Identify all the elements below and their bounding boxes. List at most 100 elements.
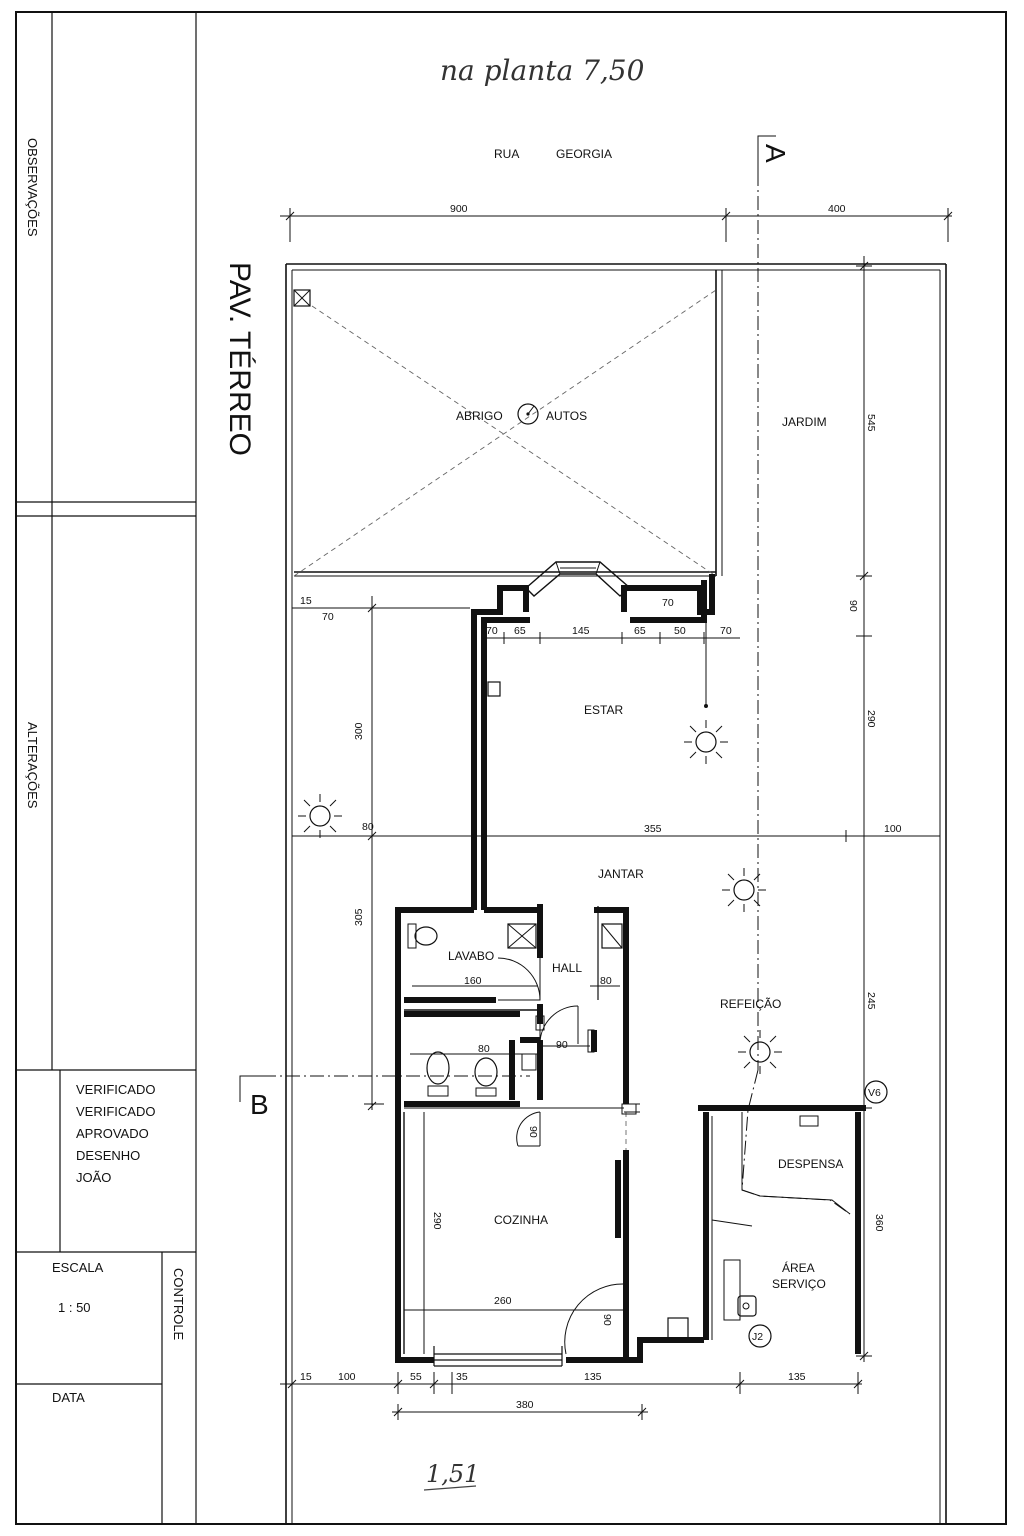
dim-b-15: 15 <box>300 1371 312 1383</box>
tag-v6: V6 <box>864 1080 888 1104</box>
section-b-label: B <box>250 1089 269 1120</box>
dim-305: 305 <box>353 908 365 926</box>
room-jantar: JANTAR <box>598 867 644 881</box>
fixtures <box>407 681 819 1339</box>
dim-w-70c: 70 <box>662 597 674 609</box>
room-autos: AUTOS <box>546 409 587 423</box>
dim-door-90b: 90 <box>527 1126 539 1138</box>
room-area-servico-line-1: ÁREA <box>782 1260 815 1275</box>
dim-90: 90 <box>556 1039 568 1051</box>
dim-160: 160 <box>464 975 482 987</box>
room-area-servico-line-2: SERVIÇO <box>772 1277 826 1291</box>
laundry-sink-icon <box>737 1295 757 1317</box>
dim-400: 400 <box>828 203 846 215</box>
alteracoes-label: ALTERAÇÕES <box>25 722 40 809</box>
room-lavabo: LAVABO <box>448 949 494 963</box>
toilet-icon <box>414 926 438 946</box>
dim-b-100: 100 <box>338 1371 356 1383</box>
dim-w-50: 50 <box>674 625 686 637</box>
handwritten-underline <box>423 1485 477 1491</box>
side-panel: OBSERVAÇÕES ALTERAÇÕES VERIFICADO VERIFI… <box>16 12 197 1524</box>
dim-100: 100 <box>884 823 902 835</box>
controle-label: CONTROLE <box>171 1268 186 1341</box>
room-estar: ESTAR <box>584 703 623 717</box>
sheet-border <box>15 11 1007 1525</box>
dim-w-145: 145 <box>572 625 590 637</box>
tag-v6-label: V6 <box>868 1087 881 1099</box>
dim-900: 900 <box>450 203 468 215</box>
top-dimension: 900 400 <box>280 203 953 242</box>
dim-l-15: 15 <box>300 595 312 607</box>
dim-w-70b: 70 <box>720 625 732 637</box>
tag-j2-label: J2 <box>752 1331 763 1343</box>
floor-title: PAV. TÉRREO <box>223 262 256 456</box>
estar-box-icon <box>487 681 501 697</box>
left-dimension-upper: 15 70 300 80 305 <box>292 595 470 1111</box>
room-refeicao: REFEIÇÃO <box>720 997 781 1011</box>
dim-w-65b: 65 <box>634 625 646 637</box>
room-cozinha: COZINHA <box>494 1213 548 1227</box>
data-label: DATA <box>52 1390 85 1405</box>
escala-value: 1 : 50 <box>58 1300 91 1315</box>
dim-c-290: 290 <box>431 1212 443 1230</box>
handwritten-note-bottom: 1,51 <box>426 1460 479 1488</box>
dim-b-55: 55 <box>410 1371 422 1383</box>
dim-w-65a: 65 <box>514 625 526 637</box>
lot-boundary <box>285 263 947 1524</box>
dim-door-90c: 90 <box>601 1314 613 1326</box>
observacoes-label: OBSERVAÇÕES <box>25 138 40 237</box>
dim-245: 245 <box>865 992 877 1010</box>
light-icon <box>298 794 342 838</box>
signature-line-5: JOÃO <box>76 1170 111 1185</box>
room-jardim: JARDIM <box>782 415 827 429</box>
dim-260: 260 <box>494 1295 512 1307</box>
middle-dimension: 355 100 <box>292 823 940 842</box>
dim-80a: 80 <box>600 975 612 987</box>
section-b-marker: B <box>239 1075 530 1120</box>
light-icon <box>738 1030 782 1074</box>
signature-line-4: DESENHO <box>76 1148 140 1163</box>
dim-w-70a: 70 <box>486 625 498 637</box>
section-a-label: A <box>760 144 791 163</box>
bidet-icon <box>474 1057 498 1087</box>
dim-b-135b: 135 <box>788 1371 806 1383</box>
signature-line-2: VERIFICADO <box>76 1104 155 1119</box>
hall-sink-icon <box>601 923 623 949</box>
dim-l-70: 70 <box>322 611 334 623</box>
bottom-dimension-chain: 15 100 55 35 135 135 380 <box>280 1371 863 1420</box>
doors: 90 90 <box>497 957 851 1355</box>
dim-80b: 80 <box>478 1043 490 1055</box>
dim-b-35: 35 <box>456 1371 468 1383</box>
dim-360: 360 <box>873 1214 885 1232</box>
room-abrigo: ABRIGO <box>456 409 503 423</box>
interior-dimensions: 160 80 80 90 290 260 <box>404 975 626 1354</box>
section-a-marker: A <box>741 135 851 1215</box>
front-dimension-chain: 70 65 145 65 50 70 70 <box>483 597 740 708</box>
drain-icon <box>517 403 539 425</box>
handwritten-note-top: na planta 7,50 <box>440 54 644 87</box>
dim-355: 355 <box>644 823 662 835</box>
dim-l-80: 80 <box>362 821 374 833</box>
escala-label: ESCALA <box>52 1260 104 1275</box>
dim-r-90: 90 <box>847 600 859 612</box>
signature-line-3: APROVADO <box>76 1126 149 1141</box>
light-icon <box>684 720 728 764</box>
dim-b-380: 380 <box>516 1399 534 1411</box>
room-despensa: DESPENSA <box>778 1157 843 1171</box>
signature-line-1: VERIFICADO <box>76 1082 155 1097</box>
dim-545: 545 <box>865 414 877 432</box>
lights <box>298 720 782 1074</box>
room-hall: HALL <box>552 961 582 975</box>
dim-300: 300 <box>353 722 365 740</box>
carport: ABRIGO AUTOS <box>293 270 723 577</box>
light-icon <box>722 868 766 912</box>
tag-j2: J2 <box>748 1324 772 1348</box>
street-word-2: GEORGIA <box>556 147 612 161</box>
house-walls <box>395 561 866 1367</box>
street-word-1: RUA <box>494 147 519 161</box>
dim-r-290: 290 <box>865 710 877 728</box>
right-dimension-chain: 545 90 290 245 360 <box>847 256 885 1362</box>
dim-b-135a: 135 <box>584 1371 602 1383</box>
bath-toilet-icon <box>426 1051 450 1085</box>
